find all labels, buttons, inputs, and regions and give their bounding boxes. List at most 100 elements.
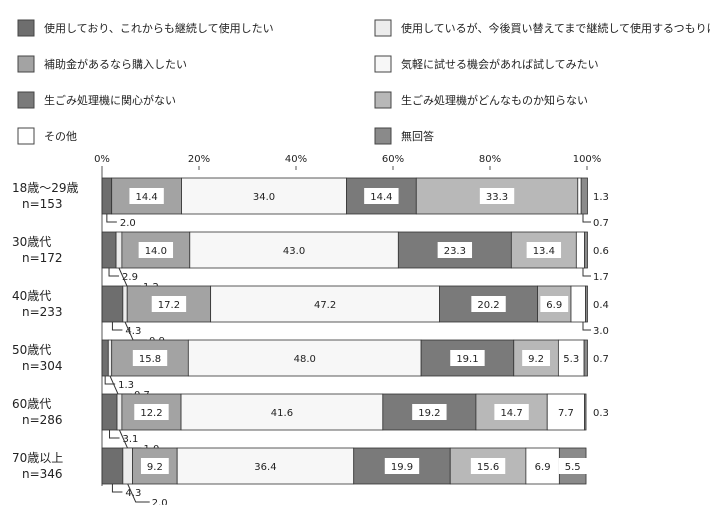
bar-segment-3-4	[210, 285, 440, 323]
bar-segment-2-7	[575, 231, 585, 269]
callout-left-4-1: 1.3	[118, 380, 134, 391]
value-label-box-3-6	[540, 296, 569, 312]
category-n-3: n=233	[22, 305, 63, 319]
category-label-3: 40歳代	[12, 289, 51, 303]
callout-line-left-1-1	[106, 214, 117, 223]
value-label-6-8: 5.5	[565, 462, 581, 473]
legend-label-6: 生ごみ処理機がどんなものか知らない	[401, 93, 588, 107]
bar-segment-1-1	[101, 177, 113, 215]
bar-segment-4-1	[101, 339, 109, 377]
legend-swatch-1	[17, 19, 35, 37]
bar-segment-6-7	[525, 447, 560, 485]
callout-line-left-2-1	[108, 268, 120, 277]
value-label-4-3: 15.8	[139, 354, 161, 365]
callout-right-1-1: 1.3	[593, 192, 609, 203]
callout-right-5-1: 0.3	[593, 408, 609, 419]
value-label-3-5: 20.2	[477, 300, 499, 311]
bar-segment-5-1	[101, 393, 118, 431]
value-label-6-5: 19.9	[391, 462, 413, 473]
value-label-box-1-3	[129, 188, 164, 204]
x-tick-label-3: 60%	[382, 154, 404, 165]
legend-label-3: 補助金があるなら購入したい	[44, 57, 187, 71]
value-label-3-4: 47.2	[314, 300, 336, 311]
x-tick-label-0: 0%	[94, 154, 110, 165]
value-label-5-4: 41.6	[271, 408, 293, 419]
category-label-6: 70歳以上	[12, 451, 63, 465]
callout-right-1-2: 0.7	[593, 218, 609, 229]
legend-swatch-4	[374, 55, 392, 73]
category-n-6: n=346	[22, 467, 63, 481]
callout-line-left-5-1	[109, 430, 120, 439]
legend-label-4: 気軽に試せる機会があれば試してみたい	[401, 57, 599, 71]
category-n-5: n=286	[22, 413, 63, 427]
value-label-5-5: 19.2	[418, 408, 440, 419]
bar-segment-5-4	[180, 393, 384, 431]
legend-swatch-2	[374, 19, 392, 37]
category-label-2: 30歳代	[12, 235, 51, 249]
bar-segment-5-2	[116, 393, 123, 431]
callout-line-left-6-2	[127, 483, 150, 503]
category-label-1: 18歳～29歳	[12, 181, 79, 195]
value-label-2-6: 13.4	[533, 246, 555, 257]
bar-segment-2-8	[584, 231, 588, 269]
bar-segment-3-7	[570, 285, 586, 323]
legend-label-8: 無回答	[401, 129, 434, 143]
value-label-2-4: 43.0	[283, 246, 305, 257]
bar-segment-5-8	[584, 393, 587, 431]
category-label-5: 60歳代	[12, 397, 51, 411]
value-label-box-6-6	[470, 458, 506, 474]
value-label-box-6-3	[140, 458, 169, 474]
value-label-box-3-3	[151, 296, 187, 312]
bar-segment-1-7	[577, 177, 582, 215]
callout-left-3-1: 4.3	[125, 326, 141, 337]
callout-right-2-2: 1.7	[593, 272, 609, 283]
value-label-5-3: 12.2	[140, 408, 162, 419]
bar-segment-1-8	[580, 177, 588, 215]
legend-label-7: その他	[44, 130, 77, 143]
x-tick-label-4: 80%	[479, 154, 501, 165]
value-label-box-4-6	[522, 350, 550, 366]
bar-segment-4-8	[583, 339, 588, 377]
value-label-box-4-5	[450, 350, 485, 366]
callout-right-4-1: 0.7	[593, 354, 609, 365]
value-label-3-3: 17.2	[158, 300, 180, 311]
value-label-5-7: 7.7	[558, 408, 574, 419]
bar-segment-5-7	[546, 393, 585, 431]
legend-swatch-5	[17, 91, 35, 109]
bar-segment-5-3	[121, 393, 182, 431]
bar-segment-3-8	[585, 285, 588, 323]
category-n-2: n=172	[22, 251, 63, 265]
callout-line-right-1	[582, 214, 591, 223]
callout-line-left-6-1	[111, 484, 123, 493]
value-label-6-6: 15.6	[477, 462, 499, 473]
value-label-box-5-6	[494, 404, 529, 420]
legend-label-1: 使用しており、これからも継続して使用したい	[44, 21, 274, 35]
value-label-box-6-8	[558, 458, 587, 474]
callout-line-left-3-1	[111, 322, 123, 331]
bar-segment-4-2	[107, 339, 113, 377]
bar-segment-2-2	[115, 231, 123, 269]
value-label-6-4: 36.4	[254, 462, 276, 473]
value-label-box-5-5	[412, 404, 447, 420]
value-label-6-3: 9.2	[147, 462, 163, 473]
callout-right-3-1: 0.4	[593, 300, 609, 311]
value-label-4-4: 48.0	[294, 354, 316, 365]
value-label-3-6: 6.9	[546, 300, 562, 311]
x-tick-label-2: 40%	[285, 154, 307, 165]
legend-swatch-3	[17, 55, 35, 73]
callout-right-3-2: 3.0	[593, 326, 609, 337]
x-tick-label-5: 100%	[573, 154, 602, 165]
legend-swatch-7	[17, 127, 35, 145]
value-label-box-1-5	[364, 188, 399, 204]
value-label-4-6: 9.2	[528, 354, 544, 365]
value-label-5-6: 14.7	[500, 408, 522, 419]
callout-left-6-1: 4.3	[125, 488, 141, 499]
legend-label-5: 生ごみ処理機に関心がない	[44, 93, 176, 107]
callout-left-2-1: 2.9	[122, 272, 138, 283]
legend-swatch-6	[374, 91, 392, 109]
value-label-box-2-6	[526, 242, 562, 258]
x-tick-label-1: 20%	[188, 154, 210, 165]
value-label-box-4-3	[132, 350, 168, 366]
bar-segment-2-1	[101, 231, 117, 269]
